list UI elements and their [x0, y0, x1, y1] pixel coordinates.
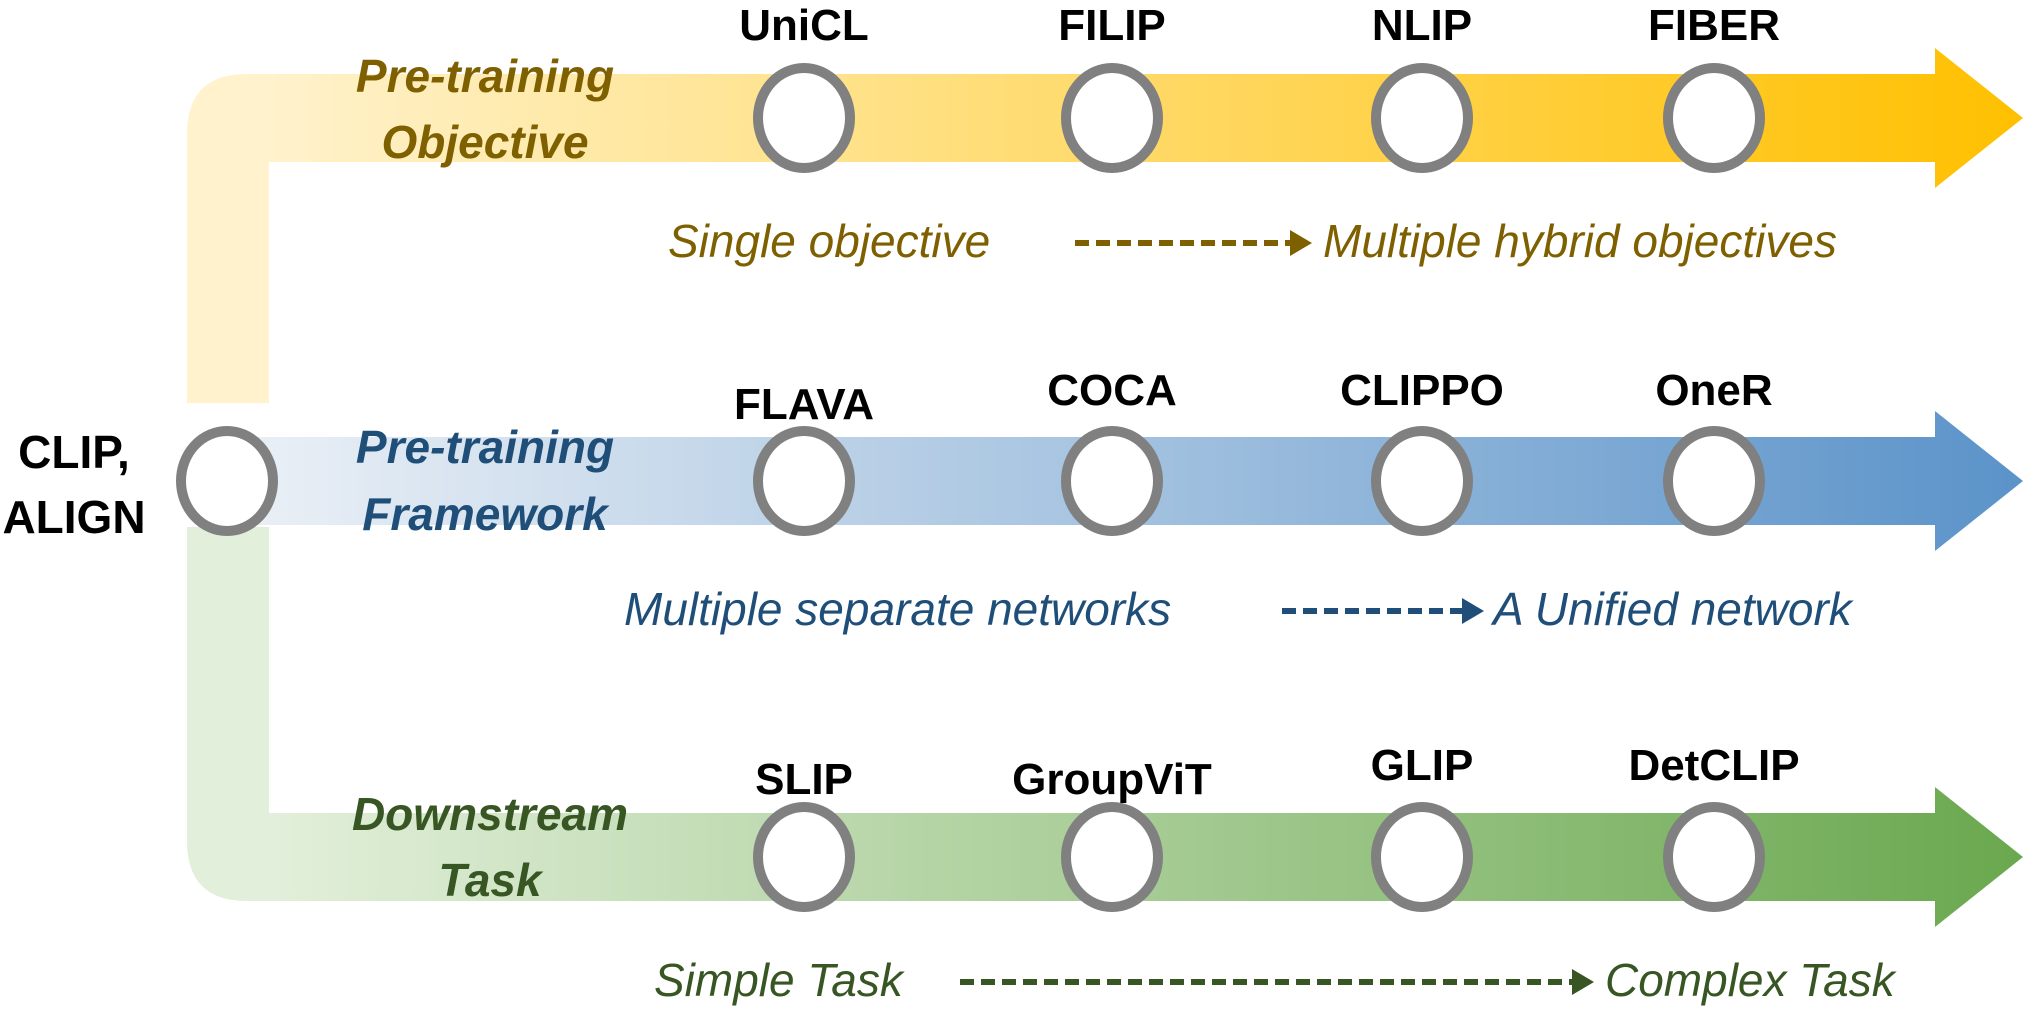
- model-label: DetCLIP: [1628, 741, 1799, 790]
- model-label: OneR: [1655, 366, 1772, 415]
- objective-section-label-line2: Objective: [381, 116, 588, 168]
- objective-model-nodes: UniCL FILIP NLIP FIBER: [739, 1, 1780, 173]
- model-node-circle: [1061, 426, 1163, 536]
- downstream-arrowhead-icon: [1572, 969, 1594, 995]
- origin-label-line2: ALIGN: [2, 491, 145, 543]
- objective-arrowhead-icon: [1290, 230, 1312, 256]
- downstream-caption-to: Complex Task: [1605, 954, 1897, 1006]
- model-label: FLAVA: [734, 380, 874, 429]
- origin-node-circle: [176, 426, 278, 536]
- objective-caption-to: Multiple hybrid objectives: [1323, 215, 1837, 267]
- framework-caption-to: A Unified network: [1490, 583, 1854, 635]
- framework-section-label-line1: Pre-training: [356, 421, 614, 473]
- model-node-circle: [1371, 426, 1473, 536]
- framework-caption-from: Multiple separate networks: [624, 583, 1171, 635]
- model-node-circle: [1663, 802, 1765, 912]
- model-label: FIBER: [1648, 1, 1780, 50]
- framework-arrowhead-icon: [1462, 598, 1484, 624]
- model-label: GroupViT: [1012, 755, 1212, 804]
- model-node-circle: [1663, 63, 1765, 173]
- origin-label-line1: CLIP,: [18, 426, 130, 478]
- objective-caption-from: Single objective: [668, 215, 990, 267]
- model-node-circle: [1663, 426, 1765, 536]
- model-node-circle: [1371, 63, 1473, 173]
- model-label: COCA: [1047, 366, 1177, 415]
- model-label: UniCL: [739, 1, 869, 50]
- framework-section-label-line2: Framework: [362, 488, 610, 540]
- model-node-circle: [1371, 802, 1473, 912]
- model-label: NLIP: [1372, 1, 1472, 50]
- framework-model-nodes: FLAVA COCA CLIPPO OneR: [734, 366, 1773, 536]
- model-label: CLIPPO: [1340, 366, 1504, 415]
- model-node-circle: [1061, 802, 1163, 912]
- model-label: SLIP: [755, 755, 853, 804]
- downstream-model-nodes: SLIP GroupViT GLIP DetCLIP: [753, 741, 1800, 912]
- model-node-circle: [753, 802, 855, 912]
- downstream-section-label-line2: Task: [438, 854, 544, 906]
- model-label: FILIP: [1058, 1, 1166, 50]
- model-label: GLIP: [1371, 741, 1474, 790]
- model-node-circle: [1061, 63, 1163, 173]
- model-node-circle: [753, 63, 855, 173]
- model-node-circle: [753, 426, 855, 536]
- downstream-section-label-line1: Downstream: [352, 788, 628, 840]
- downstream-caption-from: Simple Task: [654, 954, 905, 1006]
- objective-section-label-line1: Pre-training: [356, 50, 614, 102]
